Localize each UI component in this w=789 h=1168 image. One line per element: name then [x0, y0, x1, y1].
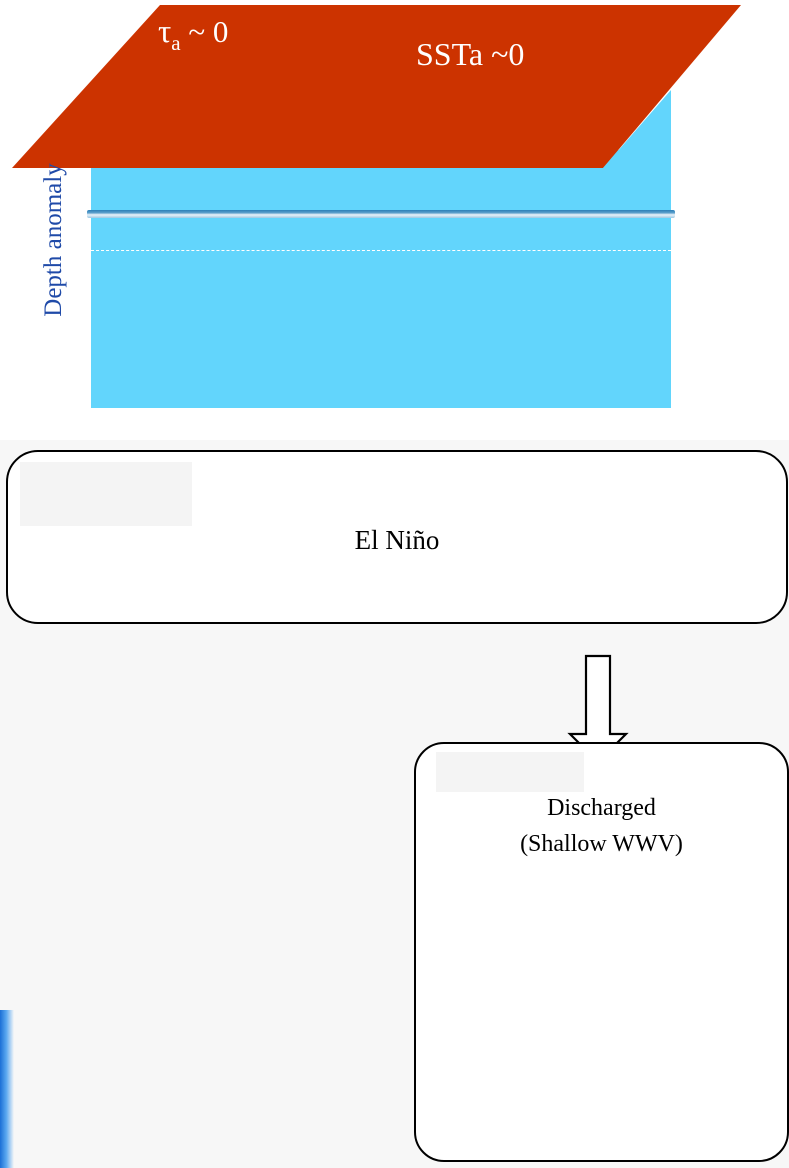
- discharged-state-box: Discharged (Shallow WWV): [414, 742, 789, 1162]
- thermocline-line: [87, 210, 675, 218]
- tau-value: ~ 0: [180, 14, 229, 49]
- edge-accent: [0, 1010, 14, 1168]
- atmosphere-parallelogram: [12, 5, 741, 168]
- ssta-label: SSTa ~0: [416, 36, 525, 72]
- tau-subscript: a: [171, 31, 181, 55]
- wind-stress-label: τa ~ 0: [158, 12, 228, 63]
- tau-symbol: τ: [158, 14, 172, 50]
- ocean-surface-corner: [603, 90, 671, 168]
- ocean-layer: [91, 150, 671, 408]
- blank-patch-2: [436, 752, 584, 792]
- shallow-wwv-label: (Shallow WWV): [520, 831, 683, 857]
- el-nino-label: El Niño: [354, 524, 440, 555]
- reference-thermocline-dashed: [91, 250, 671, 251]
- atmosphere-layer: [12, 5, 741, 168]
- depth-anomaly-axis-label: Depth anomaly: [40, 163, 67, 317]
- blank-patch: [20, 462, 192, 526]
- discharged-label: Discharged: [547, 795, 656, 821]
